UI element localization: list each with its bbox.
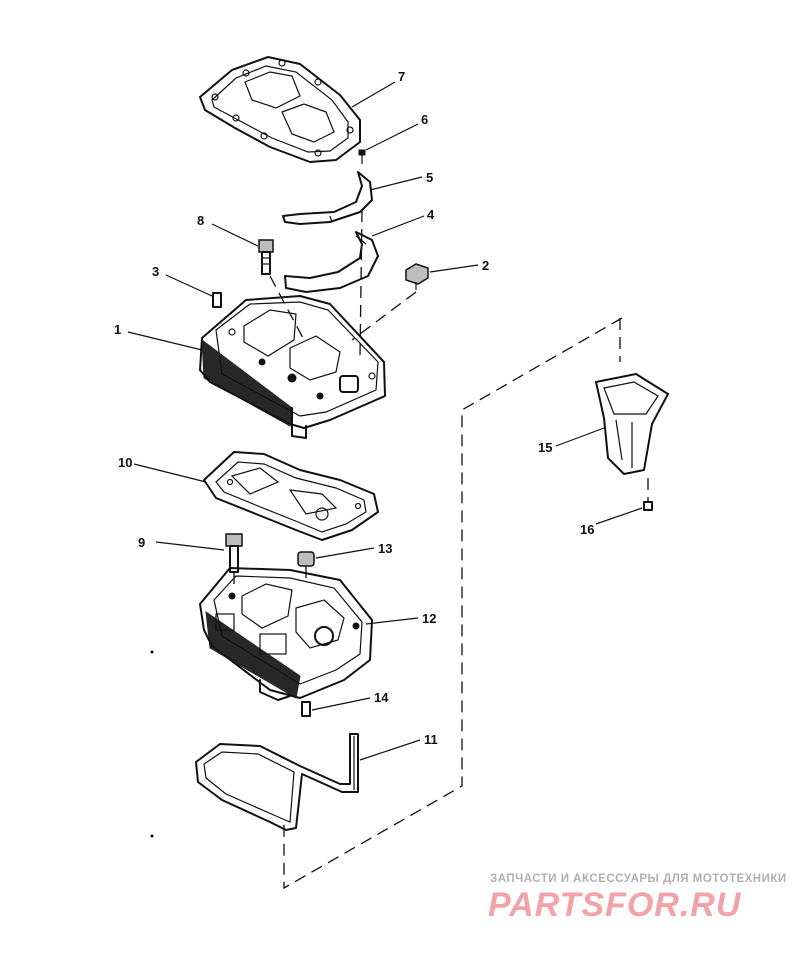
leader-9 — [155, 541, 225, 551]
callout-12: 12 — [422, 611, 436, 626]
part-7-gasket — [199, 56, 361, 163]
part-6-screw — [358, 149, 366, 164]
leader-16 — [595, 507, 643, 525]
part-4-plate — [284, 231, 379, 293]
alignment-line — [269, 275, 305, 341]
part-3-dowel — [212, 292, 222, 308]
callout-6: 6 — [421, 112, 428, 127]
part-13-sleeve — [297, 551, 315, 584]
callout-15: 15 — [538, 440, 552, 455]
part-1-adaptor-plate — [199, 295, 386, 439]
leader-5 — [369, 176, 423, 191]
part-2-nut — [405, 263, 429, 290]
callout-2: 2 — [482, 258, 489, 273]
leader-8 — [211, 223, 259, 247]
watermark-tagline: ЗАПЧАСТИ И АКСЕССУАРЫ ДЛЯ МОТОТЕХНИКИ — [490, 873, 787, 885]
callout-1: 1 — [114, 322, 121, 337]
leader-13 — [315, 547, 375, 559]
leader-1 — [127, 331, 203, 351]
leader-2 — [429, 264, 479, 273]
part-12-housing — [199, 567, 373, 701]
watermark-logo: PARTSFOR.RU — [488, 886, 742, 924]
part-11-seal — [195, 733, 359, 831]
alignment-line-long — [283, 317, 623, 890]
callout-7: 7 — [398, 69, 405, 84]
callout-13: 13 — [378, 541, 392, 556]
part-9-bolt — [225, 533, 243, 588]
callout-9: 9 — [138, 535, 145, 550]
leader-14 — [311, 697, 371, 711]
callout-5: 5 — [426, 170, 433, 185]
part-8-bolt — [258, 239, 274, 275]
leader-15 — [555, 427, 605, 447]
leader-12 — [365, 617, 419, 625]
part-15-hood — [595, 373, 669, 475]
part-14-dowel — [301, 701, 311, 717]
callout-16: 16 — [580, 522, 594, 537]
alignment-line — [351, 291, 417, 341]
callout-10: 10 — [118, 455, 132, 470]
alignment-line — [359, 209, 363, 357]
leader-7 — [351, 81, 396, 108]
callout-14: 14 — [374, 690, 389, 705]
leader-3 — [165, 274, 213, 297]
part-10-gasket — [203, 451, 379, 541]
part-5-plate — [282, 171, 373, 225]
leader-6 — [365, 123, 419, 151]
leader-10 — [133, 463, 207, 483]
part-16-screw — [643, 478, 653, 511]
scan-speck — [150, 834, 154, 838]
callout-4: 4 — [427, 207, 435, 222]
leader-11 — [359, 739, 421, 761]
callout-8: 8 — [197, 213, 204, 228]
callout-3: 3 — [152, 264, 159, 279]
callout-11: 11 — [424, 732, 438, 747]
leader-4 — [371, 215, 425, 237]
scan-speck — [150, 650, 154, 654]
